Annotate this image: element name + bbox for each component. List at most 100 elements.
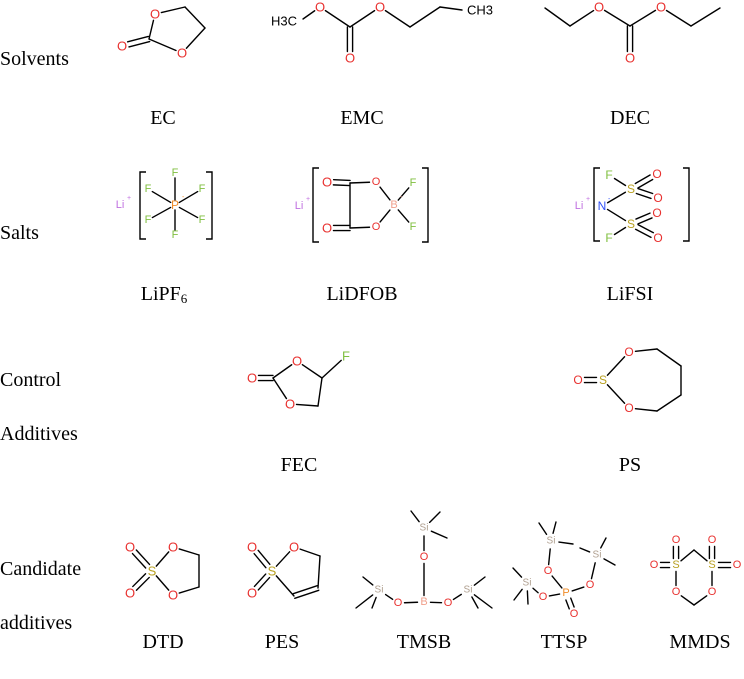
atom-label: O	[573, 373, 582, 387]
atom-s: S	[672, 559, 679, 571]
bond	[185, 27, 206, 49]
atom-s: S	[599, 373, 607, 387]
atom-label: O	[372, 176, 381, 188]
bond	[362, 576, 374, 586]
atom-s: S	[708, 559, 715, 571]
double-bond	[332, 184, 351, 187]
atom-label: O	[372, 221, 381, 233]
label-ps: PS	[618, 454, 642, 476]
double-bond	[637, 217, 653, 225]
bond	[665, 9, 692, 27]
bond	[299, 548, 321, 557]
bond	[590, 562, 596, 580]
bond	[473, 576, 486, 586]
bracket	[312, 167, 319, 243]
charge-sign: -	[608, 196, 611, 203]
atom-label: O	[285, 397, 295, 412]
bond	[606, 384, 626, 404]
label-lipf6-main: LiPF	[140, 283, 181, 305]
atom-label: O	[653, 191, 662, 205]
atom-li: Li	[295, 200, 304, 212]
double-bond	[292, 585, 318, 595]
bond	[548, 593, 561, 597]
bond	[634, 348, 658, 353]
atom-f: F	[199, 214, 206, 226]
bond	[552, 521, 557, 534]
bond	[693, 549, 708, 562]
label-fec: FEC	[280, 454, 318, 476]
bond	[430, 530, 448, 539]
atom-label: O	[444, 597, 453, 609]
bond	[178, 190, 199, 204]
atom-f: F	[172, 229, 179, 241]
bond	[275, 575, 295, 597]
bond	[349, 9, 376, 28]
atom-label: O	[177, 46, 187, 61]
category-control-line2: Additives	[0, 423, 78, 445]
bond	[379, 209, 391, 223]
bond	[473, 594, 493, 609]
atom-f: F	[145, 183, 152, 195]
bond	[471, 596, 479, 609]
bond	[301, 363, 323, 379]
atom-f: F	[605, 168, 612, 182]
bond	[656, 394, 682, 412]
bond	[579, 547, 591, 553]
atom-p: P	[562, 587, 569, 599]
double-bond	[135, 576, 150, 591]
bond	[656, 348, 682, 367]
double-bond	[253, 573, 267, 588]
charge-sign: +	[127, 195, 131, 202]
atom-label: O	[625, 51, 635, 66]
bond	[410, 510, 420, 523]
double-bond	[332, 178, 351, 182]
bond	[148, 19, 155, 40]
double-bond	[637, 187, 654, 195]
double-bond	[253, 552, 267, 569]
atom-label: O	[650, 559, 659, 571]
label-dec: DEC	[610, 107, 650, 129]
double-bond	[634, 174, 651, 185]
label-dtd: DTD	[142, 631, 184, 653]
atom-si: Si	[420, 523, 429, 534]
bond	[321, 359, 342, 379]
bond	[317, 555, 321, 589]
double-bond	[128, 40, 151, 48]
atom-s: S	[627, 182, 635, 196]
bond	[532, 587, 539, 594]
atom-n: N	[598, 199, 607, 213]
bond	[397, 187, 410, 201]
bond	[355, 594, 374, 609]
atom-label: O	[322, 221, 332, 236]
atom-label: O	[624, 401, 633, 415]
atom-f: F	[172, 167, 179, 179]
bond	[155, 575, 170, 591]
bond	[428, 511, 441, 524]
atom-si: Si	[593, 550, 602, 561]
atom-label: O	[570, 608, 579, 620]
atom-label: O	[150, 7, 160, 22]
bond	[178, 586, 200, 594]
bond	[513, 588, 523, 601]
double-bond	[634, 228, 652, 239]
atom-s: S	[148, 564, 157, 579]
bond	[384, 9, 411, 28]
atom-f: F	[342, 349, 350, 364]
bond	[439, 6, 463, 11]
bond	[272, 377, 288, 400]
bond	[569, 9, 595, 27]
bracket	[139, 171, 146, 240]
bond	[349, 181, 371, 184]
bond	[613, 226, 627, 236]
structure-ec: OOO	[117, 6, 206, 61]
atom-si: Si	[464, 585, 473, 596]
double-bond	[635, 192, 652, 200]
atom-label: O	[394, 597, 403, 609]
atom-label: O	[624, 345, 633, 359]
atom-label: O	[168, 588, 178, 603]
label-lipf6: LiPF6	[141, 282, 188, 311]
